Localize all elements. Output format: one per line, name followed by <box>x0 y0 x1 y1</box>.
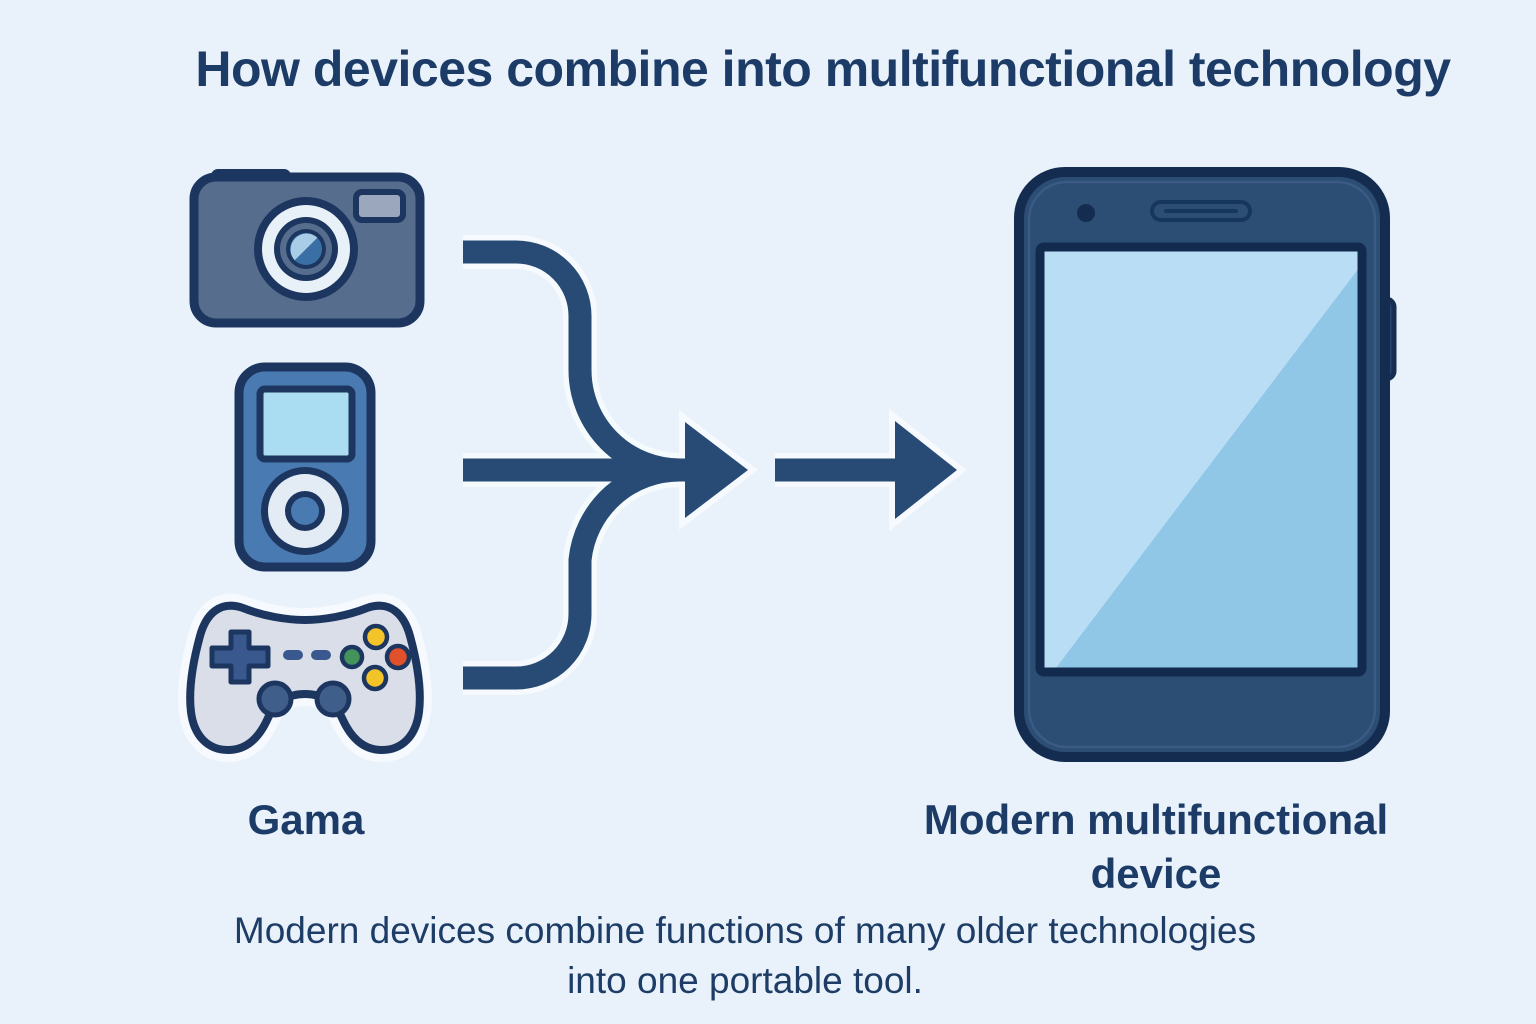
phone-screen <box>1035 242 1367 677</box>
gamepad-dpad <box>209 629 271 685</box>
arrow-branch-bottom <box>463 458 681 690</box>
camera-icon <box>189 169 425 328</box>
gamepad-button-yellow-bottom <box>361 664 389 692</box>
mp3-screen <box>256 385 356 463</box>
caption-line2: into one portable tool. <box>567 959 923 1001</box>
page-title: How devices combine into multifunctional… <box>195 41 1451 97</box>
gamepad-right-stick <box>314 680 352 718</box>
gamepad-button-red <box>384 643 412 671</box>
caption-line1: Modern devices combine functions of many… <box>233 910 1257 951</box>
right-group-label-line1: Modern multifunctional <box>923 796 1389 843</box>
phone-speaker <box>1150 200 1252 222</box>
merge-arrows <box>463 235 758 695</box>
left-group-label: Gama <box>156 793 456 847</box>
game-controller-icon <box>178 593 432 763</box>
result-arrow-icon <box>775 408 967 532</box>
right-group-label: Modern multifunctional device <box>896 793 1416 901</box>
gamepad-start-button <box>311 650 331 660</box>
right-group-label-line2: device <box>1090 849 1222 897</box>
left-group-label-text: Gama <box>247 796 365 843</box>
gamepad-left-stick <box>256 680 294 718</box>
mp3-player-icon <box>234 362 376 572</box>
gamepad-select-button <box>283 650 303 660</box>
caption: Modern devices combine functions of many… <box>0 906 1490 1006</box>
merge-arrowhead <box>685 422 748 518</box>
mp3-click-wheel <box>261 467 349 555</box>
phone-front-camera <box>1077 204 1095 222</box>
camera-lens <box>254 197 358 301</box>
smartphone-icon <box>1014 167 1397 762</box>
gamepad-button-yellow-top <box>362 623 390 651</box>
gamepad-button-green <box>339 644 365 670</box>
camera-flash <box>353 189 406 223</box>
arrow-branch-top <box>463 240 681 482</box>
